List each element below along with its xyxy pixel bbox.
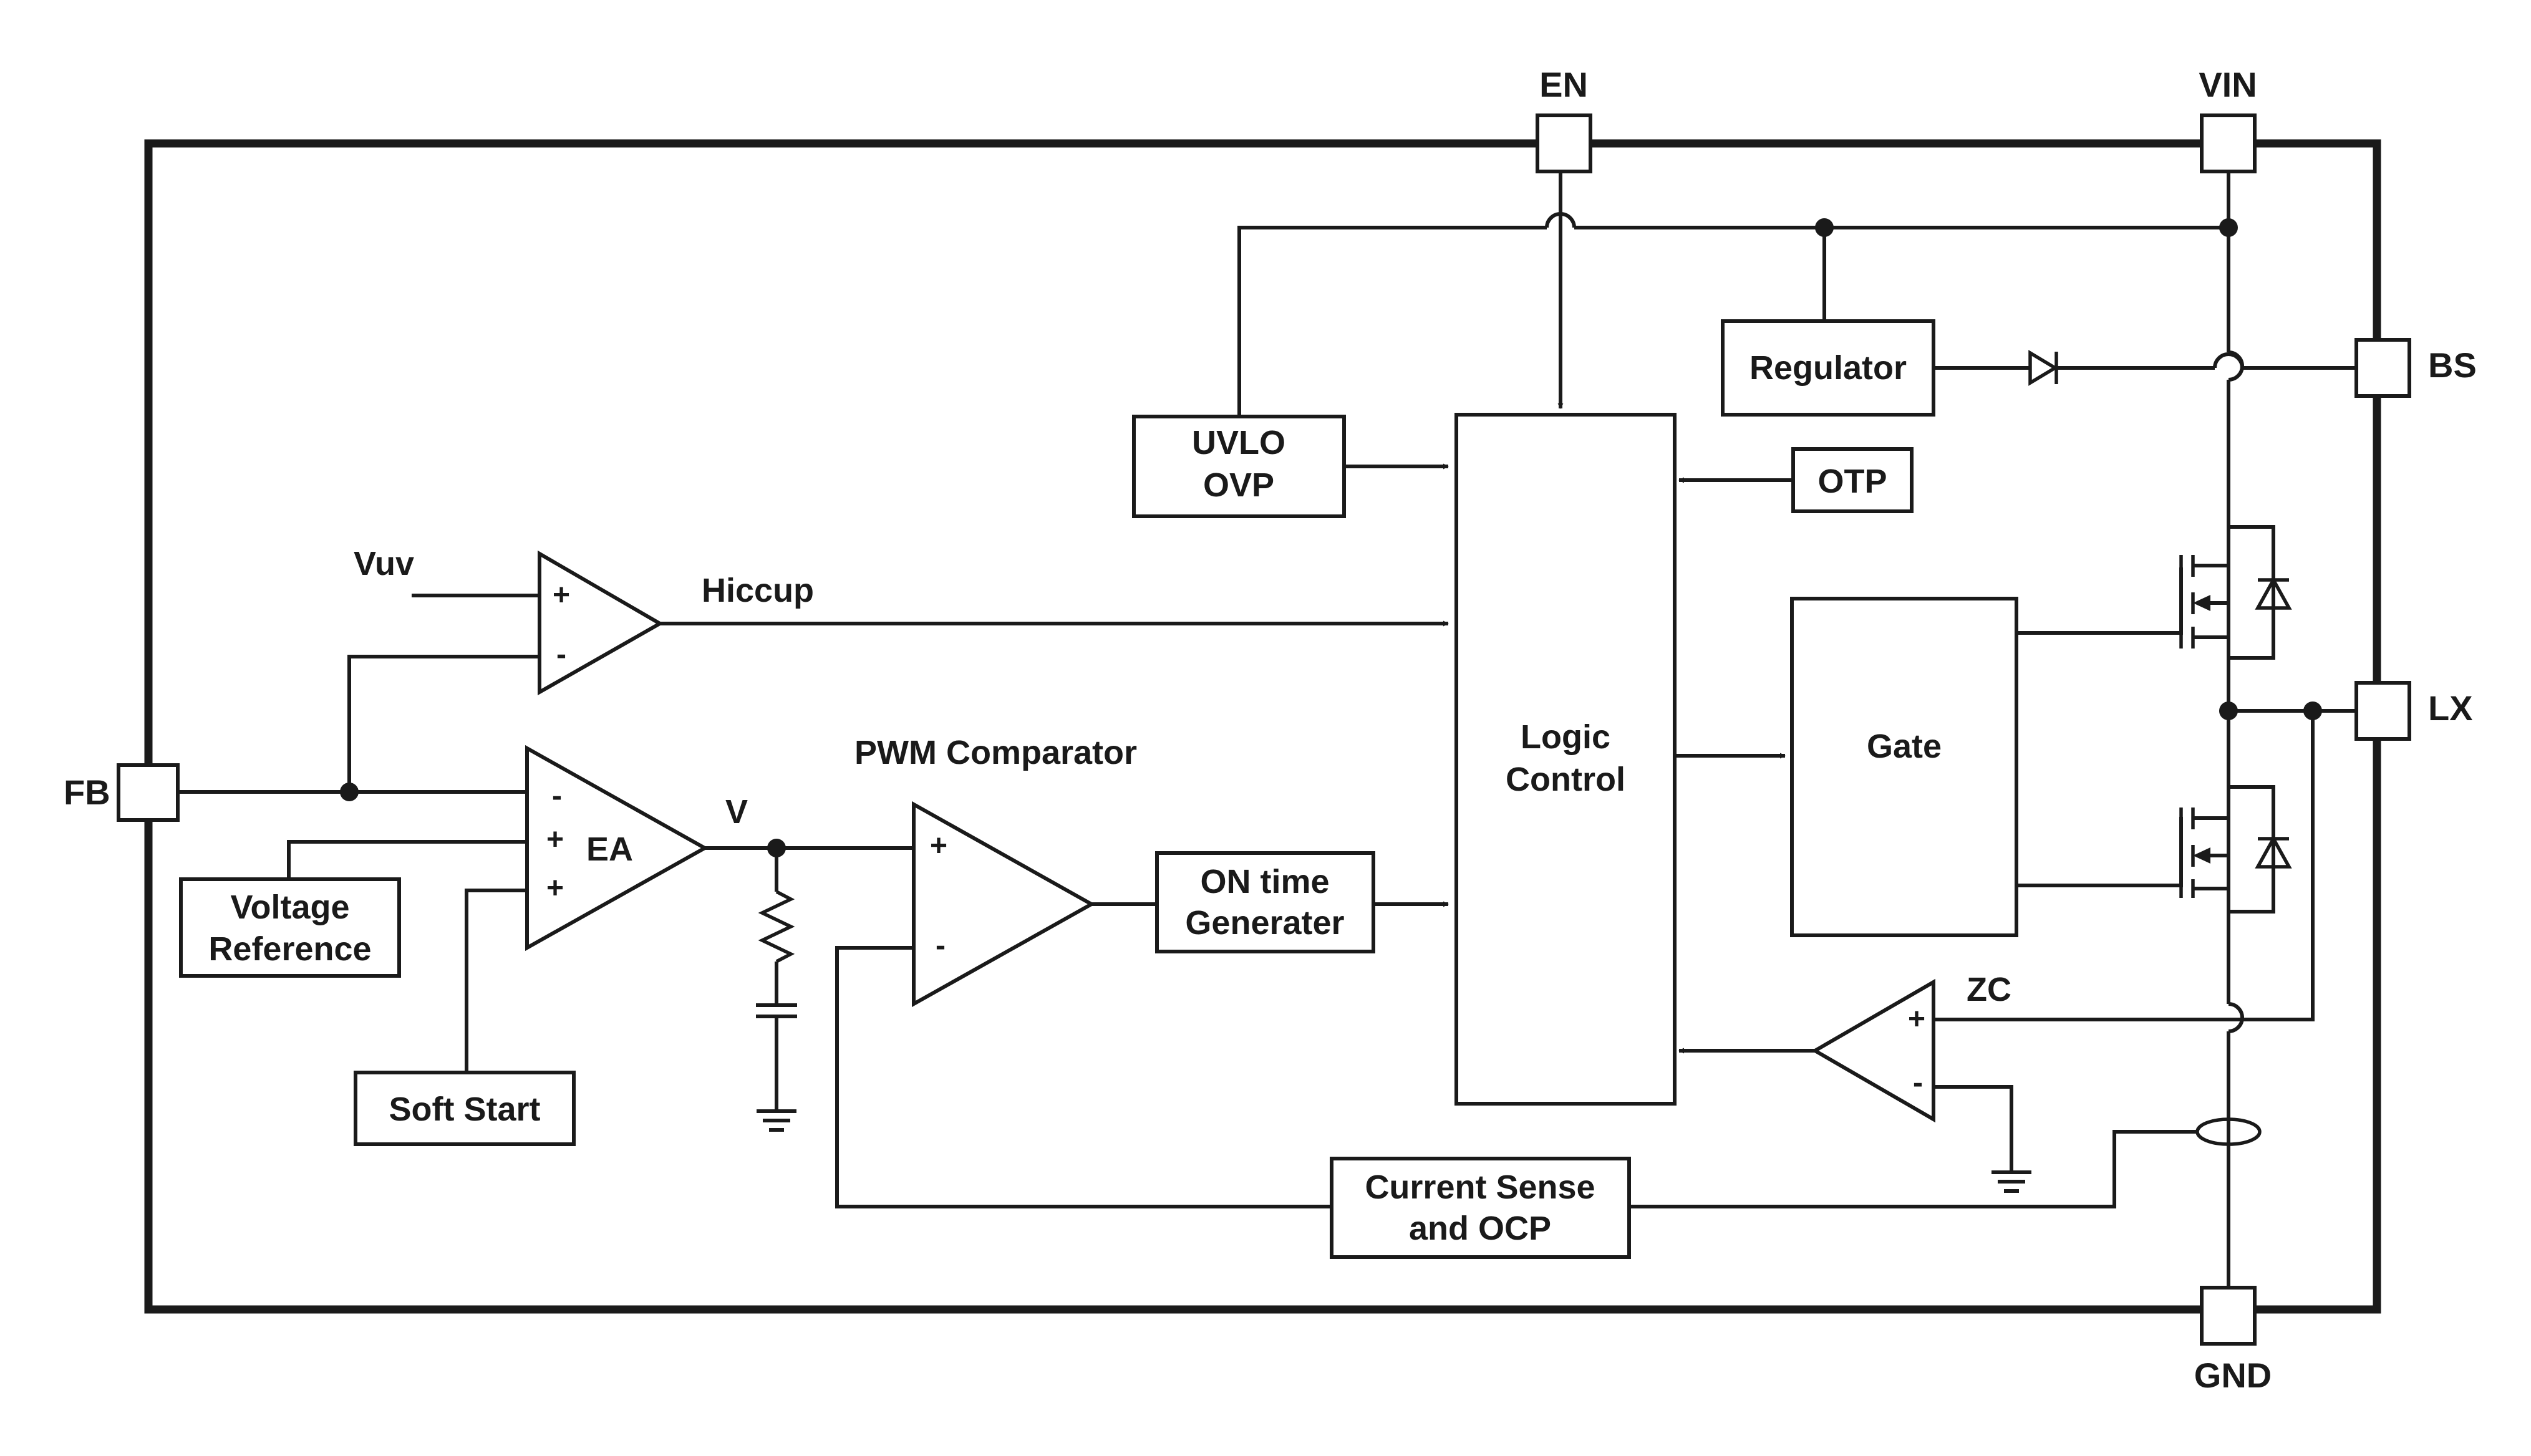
gate-block: [1790, 597, 2018, 937]
pin-bs-label: BS: [2428, 345, 2477, 385]
reference-label: Reference: [208, 930, 371, 968]
error-amplifier: [178, 745, 914, 1073]
hiccup-label: Hiccup: [702, 572, 814, 609]
zc-comparator: [1811, 978, 2229, 1193]
control-label: Control: [1506, 761, 1625, 798]
current-sense-label: Current Sense: [1365, 1169, 1595, 1206]
high-side-mosfet: [2010, 525, 2292, 660]
uvlo-label: UVLO: [1192, 424, 1285, 461]
ea-plus-sign-2: +: [546, 872, 564, 905]
pin-gnd-label: GND: [2194, 1356, 2272, 1395]
soft-start-label: Soft Start: [389, 1091, 541, 1128]
pin-en-label: EN: [1539, 65, 1588, 104]
pin-vin-label: VIN: [2199, 65, 2257, 104]
zc-minus-sign: -: [1913, 1066, 1923, 1099]
soft-start-block: [354, 1071, 576, 1146]
pin-vin: [2200, 113, 2257, 173]
pin-gnd: [2200, 1286, 2257, 1346]
pin-lx: [2354, 681, 2411, 741]
pwm-minus-sign: -: [936, 929, 946, 962]
pwm-plus-sign: +: [930, 829, 947, 862]
hiccup-plus-sign: +: [553, 579, 570, 612]
low-side-mosfet: [2010, 785, 2292, 914]
pin-bs: [2354, 338, 2411, 398]
current-sense-ocp-block: [1330, 1157, 1631, 1259]
pin-en: [1536, 113, 1592, 173]
current-sense-wiring: [835, 946, 2197, 1208]
ea-label: EA: [586, 831, 633, 868]
logic-label: Logic: [1521, 718, 1610, 756]
pin-fb-label: FB: [64, 773, 110, 812]
ea-plus-sign-1: +: [546, 823, 564, 856]
regulator-label: Regulator: [1749, 349, 1907, 387]
zc-label: ZC: [1967, 971, 2011, 1008]
pin-fb: [117, 763, 180, 822]
zc-plus-sign: +: [1908, 1003, 1925, 1036]
uvlo-ovp-block: [1132, 415, 1346, 518]
power-stage: [2195, 165, 2356, 1288]
hiccup-comparator: [347, 550, 1449, 792]
compensation-network: [756, 848, 797, 1132]
otp-label: OTP: [1817, 463, 1887, 500]
ocp-label: and OCP: [1409, 1210, 1551, 1247]
gate-label: Gate: [1867, 728, 1942, 765]
vuv-label: Vuv: [354, 545, 414, 582]
ea-minus-sign: -: [552, 779, 562, 812]
regulator-block: [1721, 319, 1935, 417]
otp-block: [1791, 447, 1914, 513]
generater-label: Generater: [1185, 904, 1344, 942]
pwm-comparator: [912, 801, 1449, 1008]
logic-control-block: [1454, 413, 1677, 1106]
on-time-generator-block: [1155, 851, 1375, 953]
ovp-label: OVP: [1203, 466, 1274, 504]
pin-lx-label: LX: [2428, 688, 2473, 728]
bootstrap-path: [1933, 350, 2356, 386]
voltage-label: Voltage: [230, 889, 349, 926]
pwm-comparator-label: PWM Comparator: [854, 734, 1137, 771]
voltage-reference-block: [179, 877, 401, 978]
hiccup-minus-sign: -: [556, 638, 566, 671]
v-node-label: V: [725, 793, 748, 831]
on-time-label: ON time: [1200, 863, 1329, 900]
supply-bus: [1237, 212, 2238, 449]
